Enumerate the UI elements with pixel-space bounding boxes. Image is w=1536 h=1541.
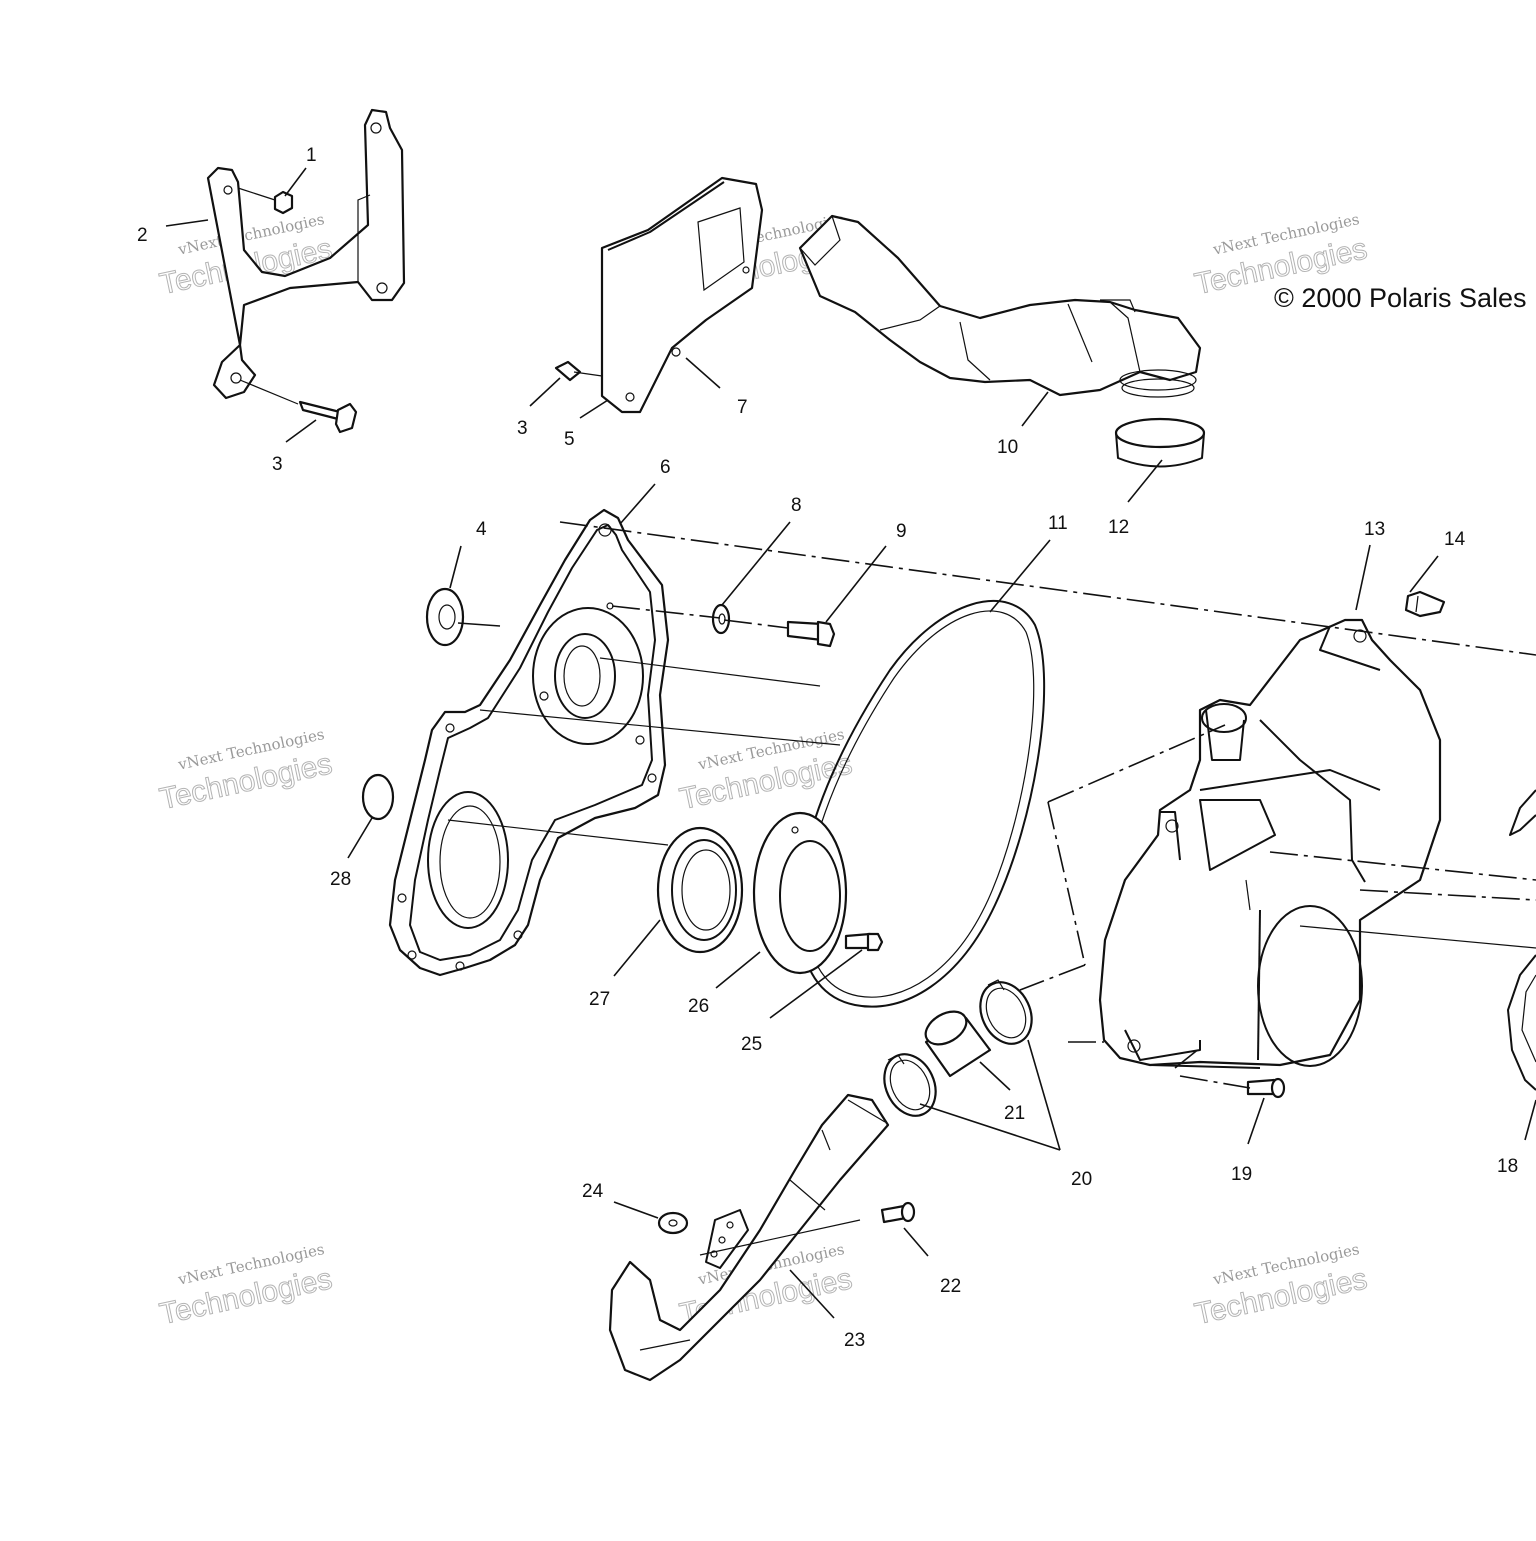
callout-26: 26 — [688, 996, 709, 1017]
part-19-screw — [1246, 1077, 1286, 1099]
part-26-sprocket — [752, 811, 848, 975]
part-25-bolt — [844, 932, 884, 952]
callout-13: 13 — [1364, 519, 1385, 540]
part-4-washer — [425, 587, 465, 647]
callout-23: 23 — [844, 1330, 865, 1351]
callout-14: 14 — [1444, 529, 1466, 550]
part-5-plate — [600, 176, 764, 414]
part-27-seal — [656, 826, 744, 954]
part-20-clamp-lower — [883, 1053, 937, 1117]
part-23-lower-hose — [608, 1093, 890, 1382]
callout-7: 7 — [737, 397, 748, 418]
part-21-sleeve — [924, 1010, 992, 1078]
part-12-ring — [1114, 417, 1206, 468]
part-20-clamp-upper — [979, 979, 1033, 1045]
part-11-chain — [797, 600, 1046, 1008]
center-lines — [447, 521, 1536, 1089]
callout-12: 12 — [1108, 517, 1129, 538]
callout-3-plate-screw: 3 — [517, 418, 528, 439]
callout-21: 21 — [1004, 1103, 1025, 1124]
callout-25: 25 — [741, 1034, 762, 1055]
part-13-housing — [1098, 618, 1442, 1069]
callout-19: 19 — [1231, 1164, 1252, 1185]
part-1-nut — [237, 187, 294, 215]
callout-22: 22 — [940, 1276, 961, 1297]
leader-lines — [165, 167, 1536, 1319]
part-22-screw — [880, 1201, 916, 1224]
callout-11: 11 — [1048, 513, 1068, 534]
callout-3-bracket-bolt: 3 — [272, 454, 283, 475]
part-24-washer — [657, 1211, 689, 1235]
callout-2: 2 — [137, 225, 148, 246]
callout-27: 27 — [589, 989, 610, 1010]
callout-labels: 1 2 3 3 4 5 6 7 8 9 10 11 12 13 14 18 19… — [137, 145, 1518, 1351]
watermark-mid-left: vNext Technologies Technologies — [156, 725, 335, 816]
watermark-mid-center: vNext Technologies Technologies — [676, 725, 855, 816]
part-3-screw-top — [554, 360, 603, 382]
callout-18: 18 — [1497, 1156, 1518, 1177]
part-10-intake-hose — [798, 214, 1202, 398]
watermark-bottom-right: vNext Technologies Technologies — [1191, 1240, 1370, 1331]
part-2-bracket — [206, 108, 406, 400]
callout-4: 4 — [476, 519, 487, 540]
part-6-chaincase-gasket — [388, 508, 670, 977]
part-3-bolt-left — [239, 379, 358, 434]
part-28-plug — [361, 773, 395, 821]
callout-28: 28 — [330, 869, 351, 890]
watermark-bottom-left: vNext Technologies Technologies — [156, 1240, 335, 1331]
part-8-washer — [711, 603, 731, 635]
callout-1: 1 — [306, 145, 317, 166]
callout-9: 9 — [896, 521, 907, 542]
part-9-bolt — [786, 620, 836, 648]
copyright-notice: © 2000 Polaris Sales — [1274, 283, 1527, 313]
callout-8: 8 — [791, 495, 802, 516]
part-14-tab — [1404, 590, 1446, 618]
callout-20: 20 — [1071, 1169, 1092, 1190]
part-right-edge-partials — [1507, 789, 1536, 1091]
watermarks: vNext Technologies Technologies vNext Te… — [156, 210, 1370, 1331]
callout-5: 5 — [564, 429, 575, 450]
callout-10: 10 — [997, 437, 1018, 458]
callout-6: 6 — [660, 457, 671, 478]
callout-24: 24 — [582, 1181, 604, 1202]
